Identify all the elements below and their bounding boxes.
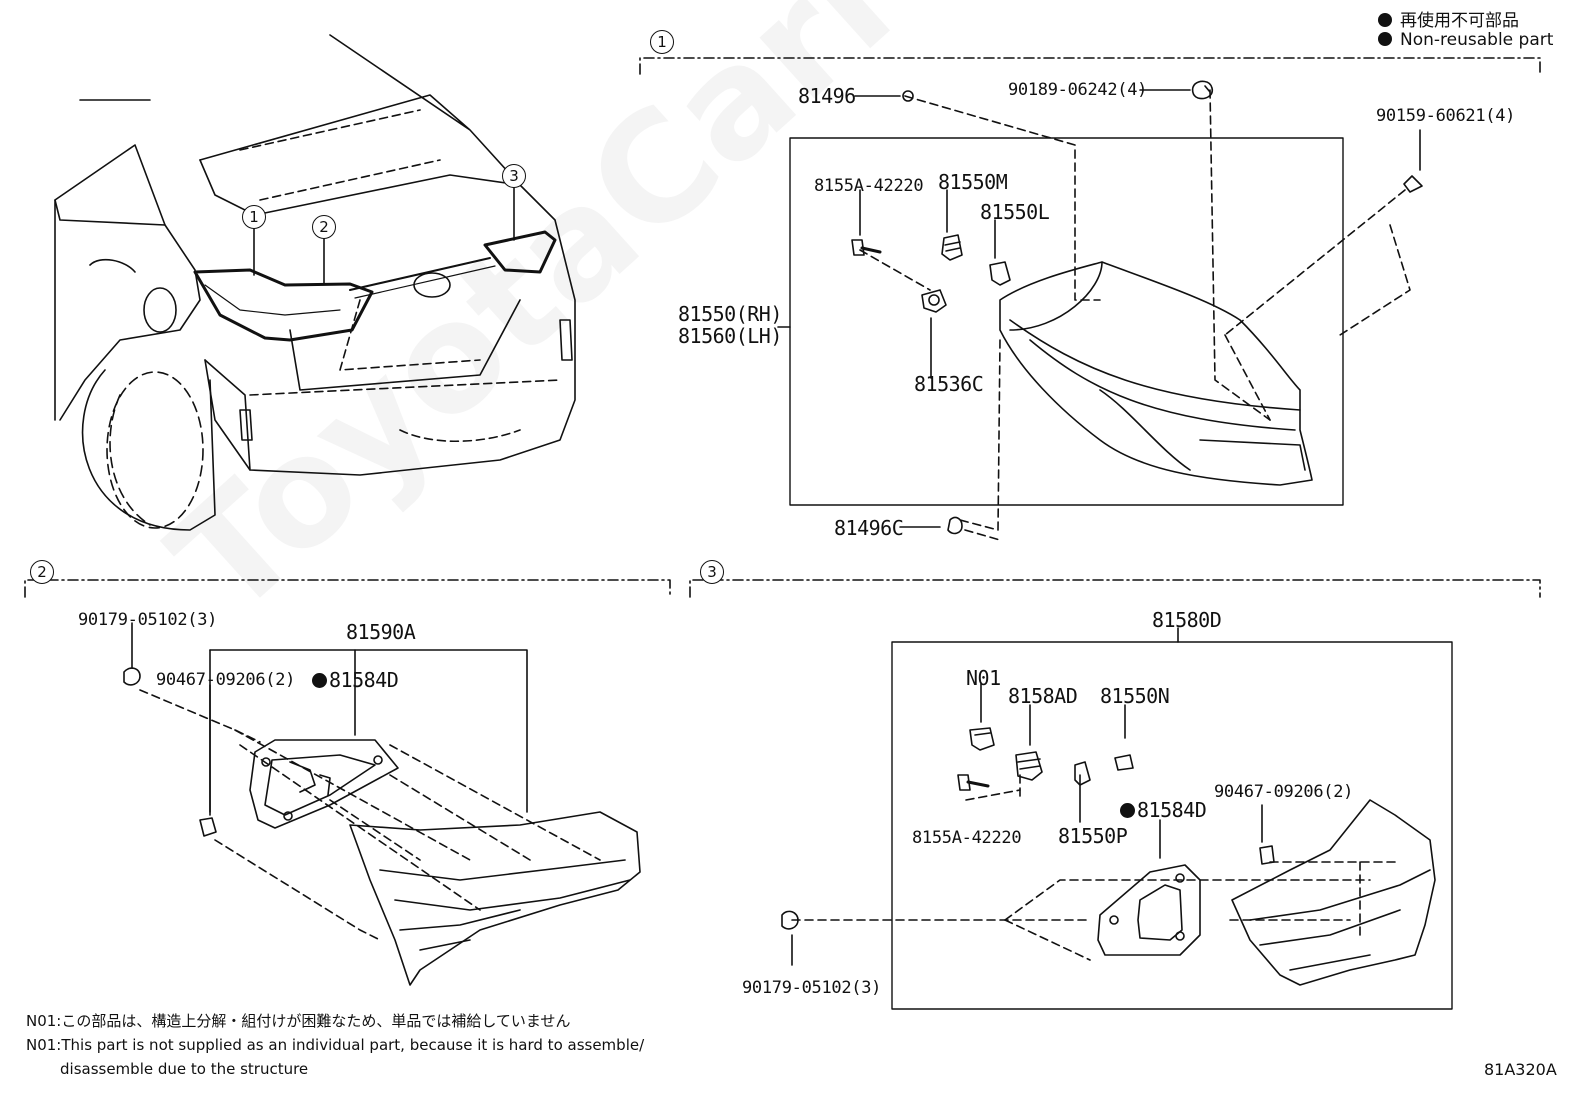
section-2-drawing bbox=[24, 579, 671, 986]
part-81580D[interactable]: 81580D bbox=[1152, 608, 1222, 632]
legend-non-reusable-en: Non-reusable part bbox=[1378, 30, 1553, 50]
part-81590A[interactable]: 81590A bbox=[346, 620, 416, 644]
part-81536C[interactable]: 81536C bbox=[914, 372, 984, 396]
part-81496C[interactable]: 81496C bbox=[834, 516, 904, 540]
note-n01-jp: N01:この部品は、構造上分解・組付けが困難なため、単品では補給していません bbox=[26, 1012, 571, 1030]
part-81584D-s3-non-reusable[interactable]: 81584D bbox=[1120, 800, 1207, 820]
part-81550N[interactable]: 81550N bbox=[1100, 684, 1170, 708]
part-81550L[interactable]: 81550L bbox=[980, 200, 1050, 224]
section-1-number: 1 bbox=[650, 30, 674, 54]
non-reusable-dot-icon bbox=[1120, 803, 1135, 818]
vehicle-rear-illustration bbox=[54, 34, 576, 531]
part-81550P[interactable]: 81550P bbox=[1058, 824, 1128, 848]
note-n01-en-line2: disassemble due to the structure bbox=[60, 1060, 309, 1078]
non-reusable-dot-icon bbox=[312, 673, 327, 688]
vehicle-callout-2[interactable]: 2 bbox=[312, 215, 336, 239]
section-2-number: 2 bbox=[30, 560, 54, 584]
legend-non-reusable-jp: 再使用不可部品 bbox=[1378, 6, 1519, 31]
part-8155A-42220-s3[interactable]: 8155A-42220 bbox=[912, 828, 1022, 848]
part-81550M[interactable]: 81550M bbox=[938, 170, 1008, 194]
vehicle-callout-1[interactable]: 1 bbox=[242, 205, 266, 229]
part-90189-06242[interactable]: 90189-06242(4) bbox=[1008, 80, 1148, 100]
section-3-number: 3 bbox=[700, 560, 724, 584]
part-81560-lh[interactable]: 81560(LH) bbox=[678, 324, 782, 348]
part-90159-60621[interactable]: 90159-60621(4) bbox=[1376, 106, 1516, 126]
part-90467-09206-s3[interactable]: 90467-09206(2) bbox=[1214, 782, 1354, 802]
part-8155A-42220[interactable]: 8155A-42220 bbox=[814, 176, 924, 196]
vehicle-callout-3[interactable]: 3 bbox=[502, 164, 526, 188]
part-8158AD[interactable]: 8158AD bbox=[1008, 684, 1078, 708]
section-1-drawing bbox=[639, 57, 1541, 541]
part-90467-09206[interactable]: 90467-09206(2) bbox=[156, 670, 296, 690]
part-90179-05102[interactable]: 90179-05102(3) bbox=[78, 610, 218, 630]
diagram-code: 81A320A bbox=[1484, 1060, 1557, 1079]
part-81584D-non-reusable[interactable]: 81584D bbox=[312, 670, 399, 690]
part-81496[interactable]: 81496 bbox=[798, 84, 856, 108]
part-81550-rh[interactable]: 81550(RH) bbox=[678, 302, 782, 326]
note-n01-en-line1: N01:This part is not supplied as an indi… bbox=[26, 1036, 645, 1054]
section-3-drawing bbox=[689, 579, 1541, 1010]
part-90179-05102-s3[interactable]: 90179-05102(3) bbox=[742, 978, 882, 998]
part-N01[interactable]: N01 bbox=[966, 666, 1001, 690]
filled-dot-icon bbox=[1378, 13, 1392, 27]
filled-dot-icon bbox=[1378, 32, 1392, 46]
